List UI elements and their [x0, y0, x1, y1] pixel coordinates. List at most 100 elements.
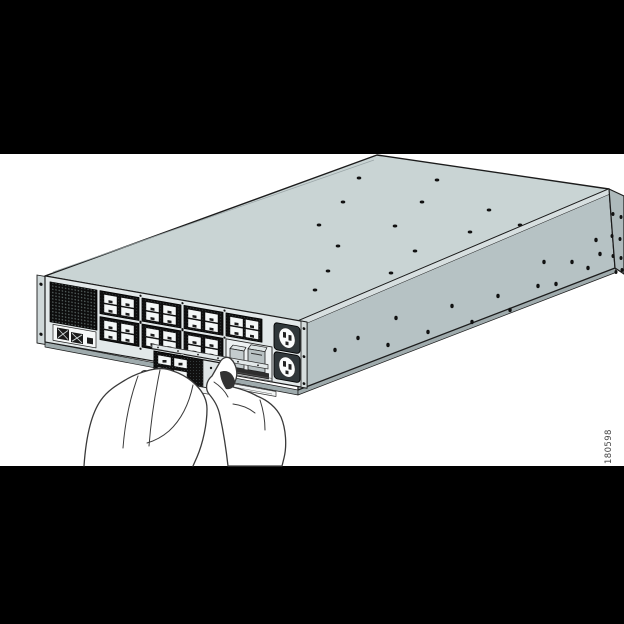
sfp-port-opening: [167, 336, 172, 340]
vent-hole: [620, 268, 624, 272]
vent-hole: [333, 347, 337, 353]
panel-screw: [181, 302, 184, 305]
console-port-area: [52, 323, 97, 349]
inlet-pin: [288, 363, 292, 370]
vent-hole: [536, 283, 540, 289]
panel-screw: [223, 336, 226, 339]
panel-screw: [139, 294, 142, 297]
finger-separation: [259, 399, 266, 431]
sfp-port: [145, 311, 160, 323]
sfp-port: [162, 304, 177, 316]
screw-hole: [325, 269, 331, 273]
sfp-port: [187, 308, 202, 321]
screw-hole: [340, 200, 346, 204]
sfp-port: [103, 329, 118, 341]
vent-hole: [426, 329, 430, 335]
emi-dot: [177, 350, 179, 352]
screw-hole: [316, 223, 322, 227]
sfp-port: [103, 303, 118, 315]
vent-hole: [619, 215, 623, 219]
sfp-port-opening: [108, 309, 113, 313]
sfp-port-opening: [250, 325, 254, 329]
sfp-port-opening: [125, 329, 130, 333]
front-right-corner-strip: [300, 320, 308, 389]
sfp-port-opening: [209, 343, 214, 348]
vent-hole: [598, 251, 602, 257]
vent-hole: [611, 212, 615, 216]
sfp-port: [229, 325, 244, 338]
sfp-port: [120, 306, 135, 318]
ear-screw: [39, 282, 43, 286]
sfp-port-opening: [125, 303, 130, 307]
screw-hole: [486, 208, 492, 212]
vent-hole: [356, 335, 360, 341]
top-black-band: [0, 0, 624, 154]
sfp-port-opening: [192, 340, 197, 345]
screw-hole: [388, 271, 394, 275]
end-face-vent-holes: [610, 212, 624, 274]
sfp-port-opening: [209, 317, 214, 322]
side-face-vent-holes: [333, 237, 602, 353]
screw-hole: [467, 230, 473, 234]
inlet-pin: [285, 370, 289, 375]
vent-hole: [542, 259, 546, 265]
sfp-port: [145, 301, 160, 313]
sfp-port-opening: [150, 317, 155, 321]
rail-emi-dots: [157, 346, 259, 367]
right-hand: [205, 356, 287, 467]
vent-hole: [586, 265, 590, 271]
sfp-port: [145, 327, 160, 339]
sfp-port: [120, 332, 135, 344]
sfp-port-blocks: [99, 290, 263, 362]
screw-hole: [392, 224, 398, 228]
panel-screw: [139, 320, 142, 323]
thumb-crease: [232, 403, 256, 414]
vent-hole: [386, 342, 390, 348]
screw-hole: [312, 288, 318, 292]
power-inlet-bottom: [273, 351, 301, 383]
vent-hole: [554, 281, 558, 287]
sfp-port: [204, 321, 219, 333]
thumb-line: [146, 384, 194, 444]
sfp-port: [162, 314, 177, 326]
vent-hole: [618, 237, 622, 241]
inlet-pin: [283, 331, 286, 338]
sfp-port-opening: [108, 335, 113, 339]
knuckle-line: [213, 381, 229, 398]
module-port-opening: [162, 360, 167, 363]
sfp-port: [103, 320, 118, 332]
finger-shadow: [220, 371, 235, 390]
mgmt-port: [87, 337, 93, 345]
vent-hole: [619, 256, 623, 260]
sfp-port: [120, 297, 135, 309]
vent-hole: [496, 293, 500, 299]
inlet-pin: [285, 341, 289, 346]
sfp-port-opening: [167, 320, 172, 324]
screw-hole: [412, 249, 418, 253]
panel-screw: [181, 328, 184, 331]
sfp-port: [245, 328, 259, 340]
sfp-port: [187, 318, 202, 330]
sfp-port: [245, 319, 259, 331]
emi-dot: [257, 364, 259, 367]
sfp-port-opening: [108, 326, 113, 330]
top-face-screw-holes: [312, 176, 523, 292]
inlet-pin: [288, 334, 292, 341]
chassis-end-face: [608, 188, 624, 275]
vent-hole: [508, 307, 512, 313]
sfp-port-opening: [108, 300, 113, 304]
hands: [83, 356, 287, 467]
screw-hole: [335, 244, 341, 248]
sfp-port-opening: [150, 333, 155, 337]
sfp-port-opening: [150, 307, 155, 311]
vent-hole: [611, 254, 615, 258]
sfp-port: [204, 337, 219, 350]
panel-screw: [139, 347, 142, 350]
sfp-port: [187, 334, 202, 347]
corner-screw: [302, 327, 306, 331]
figure-number: 180598: [604, 429, 614, 464]
sfp-port-opening: [192, 324, 197, 328]
sfp-port: [204, 311, 219, 324]
sfp-port-opening: [167, 310, 172, 314]
